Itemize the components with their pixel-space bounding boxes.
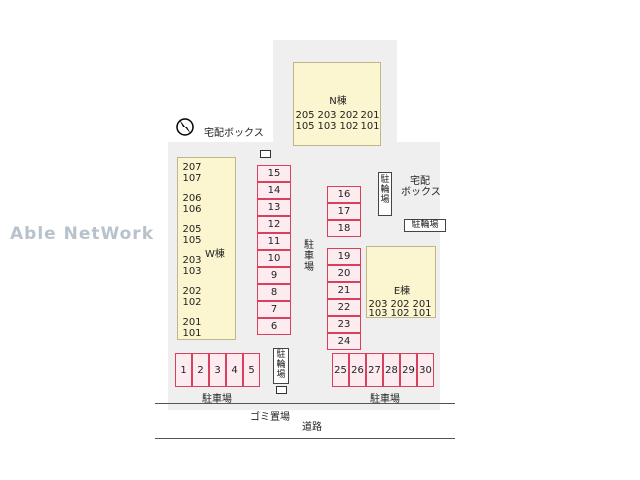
unit-w-201: 201 bbox=[182, 317, 202, 328]
unit-n-203: 203 bbox=[317, 110, 337, 121]
parking-lot-29: 29 bbox=[400, 353, 417, 387]
parking-lot-6: 6 bbox=[257, 318, 291, 335]
parking-lot-20: 20 bbox=[327, 265, 361, 282]
parking-lot-26: 26 bbox=[349, 353, 366, 387]
parcel-box-marker-top bbox=[260, 150, 271, 158]
unit-n-103: 103 bbox=[317, 121, 337, 132]
parking-lot-23: 23 bbox=[327, 316, 361, 333]
building-e-name: E棟 bbox=[393, 286, 411, 297]
unit-e-201: 201 bbox=[412, 299, 432, 310]
parking-lot-13: 13 bbox=[257, 199, 291, 216]
unit-n-105: 105 bbox=[295, 121, 315, 132]
parking-lot-4: 4 bbox=[226, 353, 243, 387]
parking-lot-27: 27 bbox=[366, 353, 383, 387]
parking-lot-28: 28 bbox=[383, 353, 400, 387]
unit-w-202: 202 bbox=[182, 286, 202, 297]
compass-icon bbox=[174, 115, 196, 137]
bike-parking-right-top: 駐輪場 bbox=[378, 172, 392, 216]
unit-w-105: 105 bbox=[182, 235, 202, 246]
parking-lot-21: 21 bbox=[327, 282, 361, 299]
parking-lot-9: 9 bbox=[257, 267, 291, 284]
parcel-box-label-top: 宅配ボックス bbox=[204, 128, 264, 139]
unit-n-102: 102 bbox=[339, 121, 359, 132]
unit-n-205: 205 bbox=[295, 110, 315, 121]
building-w: 207 107 206 106 205 105 203 103 W棟 202 1… bbox=[177, 157, 236, 340]
building-n-name: N棟 bbox=[329, 96, 347, 107]
bike-parking-right-top-label: 駐輪場 bbox=[380, 175, 390, 205]
bike-parking-bottom-label: 駐輪場 bbox=[276, 350, 286, 380]
garbage-label: ゴミ置場 bbox=[250, 412, 290, 423]
unit-e-103: 103 bbox=[368, 308, 388, 319]
unit-e-101: 101 bbox=[412, 308, 432, 319]
road-label: 道路 bbox=[302, 422, 322, 433]
unit-w-101: 101 bbox=[182, 328, 202, 339]
unit-w-102: 102 bbox=[182, 297, 202, 308]
unit-w-107: 107 bbox=[182, 173, 202, 184]
parking-lot-1: 1 bbox=[175, 353, 192, 387]
parking-lot-15: 15 bbox=[257, 165, 291, 182]
road-edge-top bbox=[155, 403, 455, 404]
parking-lot-30: 30 bbox=[417, 353, 434, 387]
parcel-box-label-right-1: 宅配 bbox=[410, 176, 430, 187]
parking-lot-12: 12 bbox=[257, 216, 291, 233]
parking-lot-2: 2 bbox=[192, 353, 209, 387]
building-e: E棟 203 202 201 103 102 101 bbox=[366, 246, 436, 319]
parking-center-label: 駐車場 bbox=[304, 240, 314, 273]
parking-lot-19: 19 bbox=[327, 248, 361, 265]
parking-lot-17: 17 bbox=[327, 203, 361, 220]
parking-lot-7: 7 bbox=[257, 301, 291, 318]
parking-lot-25: 25 bbox=[332, 353, 349, 387]
unit-w-106: 106 bbox=[182, 204, 202, 215]
parking-bottom-right-label: 駐車場 bbox=[370, 394, 400, 405]
parking-lot-16: 16 bbox=[327, 186, 361, 203]
unit-n-202: 202 bbox=[339, 110, 359, 121]
parking-bottom-left-label: 駐車場 bbox=[202, 394, 232, 405]
parking-lot-22: 22 bbox=[327, 299, 361, 316]
bike-parking-bottom: 駐輪場 bbox=[273, 348, 289, 384]
parking-lot-18: 18 bbox=[327, 220, 361, 237]
parking-lot-10: 10 bbox=[257, 250, 291, 267]
parking-lot-5: 5 bbox=[243, 353, 260, 387]
unit-w-207: 207 bbox=[182, 162, 202, 173]
parking-lot-11: 11 bbox=[257, 233, 291, 250]
unit-n-201: 201 bbox=[360, 110, 380, 121]
unit-w-103: 103 bbox=[182, 266, 202, 277]
unit-e-102: 102 bbox=[390, 308, 410, 319]
parcel-box-label-right-2: ボックス bbox=[401, 187, 441, 198]
unit-e-202: 202 bbox=[390, 299, 410, 310]
bike-parking-right-side: 駐輪場 bbox=[404, 219, 446, 232]
building-n: N棟 205 203 202 201 105 103 102 101 bbox=[293, 62, 381, 146]
unit-w-206: 206 bbox=[182, 193, 202, 204]
parking-lot-8: 8 bbox=[257, 284, 291, 301]
unit-e-203: 203 bbox=[368, 299, 388, 310]
watermark: Able NetWork bbox=[10, 224, 154, 244]
parking-lot-24: 24 bbox=[327, 333, 361, 350]
road-edge-bottom bbox=[155, 438, 455, 439]
unit-w-205: 205 bbox=[182, 224, 202, 235]
building-w-name: W棟 bbox=[205, 249, 225, 260]
unit-n-101: 101 bbox=[360, 121, 380, 132]
parking-lot-14: 14 bbox=[257, 182, 291, 199]
parking-lot-3: 3 bbox=[209, 353, 226, 387]
garbage-marker bbox=[276, 386, 287, 394]
unit-w-203: 203 bbox=[182, 255, 202, 266]
